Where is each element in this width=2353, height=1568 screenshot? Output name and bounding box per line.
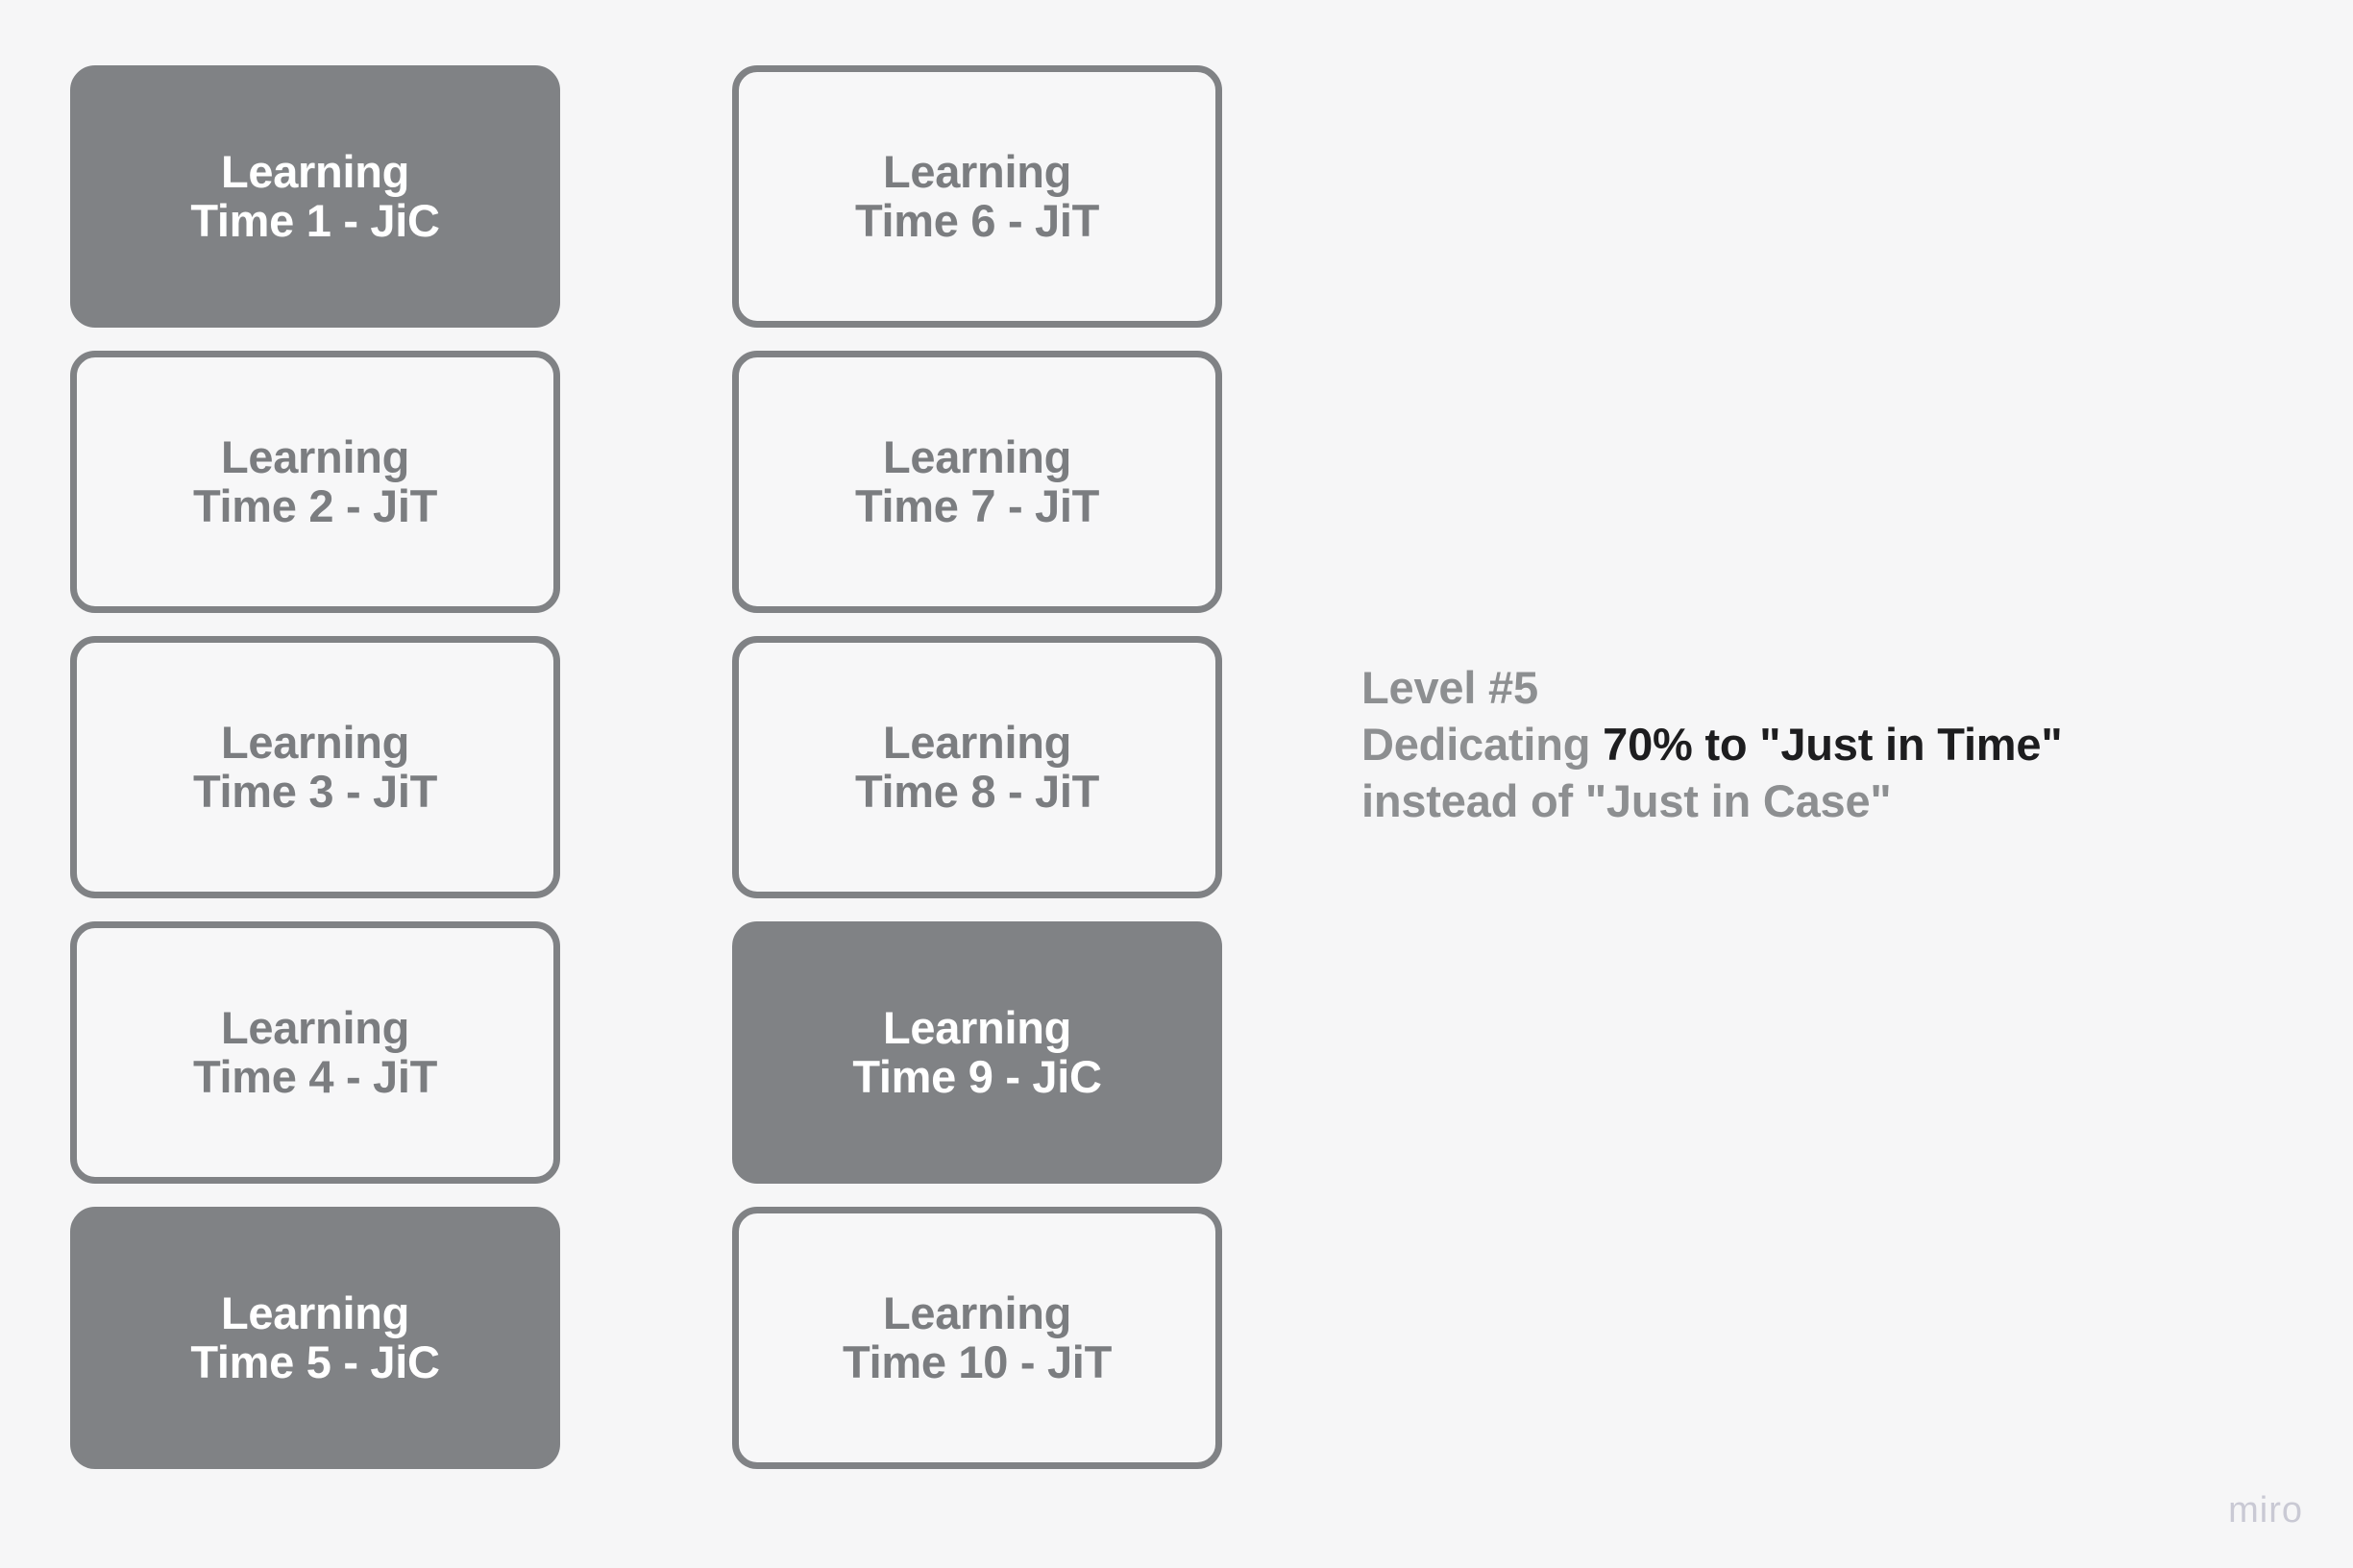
annotation-line-level: Level #5 xyxy=(1361,662,1538,713)
miro-watermark: miro xyxy=(2228,1490,2303,1531)
card-learning-time-10[interactable]: Learning Time 10 - JiT xyxy=(732,1207,1222,1469)
card-line-1: Learning xyxy=(882,716,1072,768)
annotation-emphasis: 70% to "Just in Time" xyxy=(1603,719,2063,771)
annotation-prefix: Dedicating xyxy=(1361,719,1604,771)
card-line-1: Learning xyxy=(220,1286,410,1338)
card-line-2: Time 7 - JiT xyxy=(854,479,1100,531)
card-line-2: Time 9 - JiC xyxy=(852,1050,1102,1102)
card-line-2: Time 2 - JiT xyxy=(192,479,438,531)
card-line-2: Time 10 - JiT xyxy=(843,1335,1112,1387)
card-line-2: Time 6 - JiT xyxy=(854,194,1100,246)
card-learning-time-6[interactable]: Learning Time 6 - JiT xyxy=(732,65,1222,328)
card-grid: Learning Time 1 - JiC Learning Time 2 - … xyxy=(70,65,1222,1469)
card-learning-time-1[interactable]: Learning Time 1 - JiC xyxy=(70,65,560,328)
card-line-1: Learning xyxy=(220,1001,410,1053)
card-learning-time-7[interactable]: Learning Time 7 - JiT xyxy=(732,351,1222,613)
card-line-1: Learning xyxy=(882,1286,1072,1338)
card-learning-time-2[interactable]: Learning Time 2 - JiT xyxy=(70,351,560,613)
card-learning-time-9[interactable]: Learning Time 9 - JiC xyxy=(732,921,1222,1184)
card-learning-time-3[interactable]: Learning Time 3 - JiT xyxy=(70,636,560,898)
annotation-line-instead: instead of "Just in Case" xyxy=(1361,775,1892,827)
card-line-1: Learning xyxy=(882,430,1072,482)
card-line-2: Time 1 - JiC xyxy=(190,194,440,246)
card-learning-time-5[interactable]: Learning Time 5 - JiC xyxy=(70,1207,560,1469)
card-line-1: Learning xyxy=(220,145,410,197)
annotation-text-block[interactable]: Level #5 Dedicating 70% to "Just in Time… xyxy=(1361,659,2322,830)
card-line-2: Time 8 - JiT xyxy=(854,765,1100,817)
card-line-2: Time 5 - JiC xyxy=(190,1335,440,1387)
card-column-right: Learning Time 6 - JiT Learning Time 7 - … xyxy=(732,65,1222,1469)
card-line-2: Time 4 - JiT xyxy=(192,1050,438,1102)
card-line-2: Time 3 - JiT xyxy=(192,765,438,817)
card-learning-time-8[interactable]: Learning Time 8 - JiT xyxy=(732,636,1222,898)
card-learning-time-4[interactable]: Learning Time 4 - JiT xyxy=(70,921,560,1184)
card-line-1: Learning xyxy=(882,1001,1072,1053)
card-line-1: Learning xyxy=(882,145,1072,197)
annotation-line-dedicating: Dedicating 70% to "Just in Time" xyxy=(1361,716,2322,772)
card-line-1: Learning xyxy=(220,716,410,768)
card-column-left: Learning Time 1 - JiC Learning Time 2 - … xyxy=(70,65,560,1469)
card-line-1: Learning xyxy=(220,430,410,482)
